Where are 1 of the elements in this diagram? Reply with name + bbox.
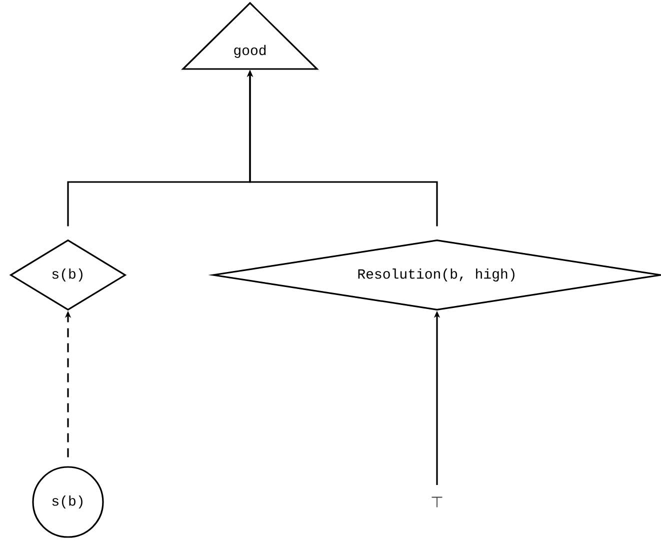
top-symbol: ⊤ bbox=[432, 496, 442, 508]
